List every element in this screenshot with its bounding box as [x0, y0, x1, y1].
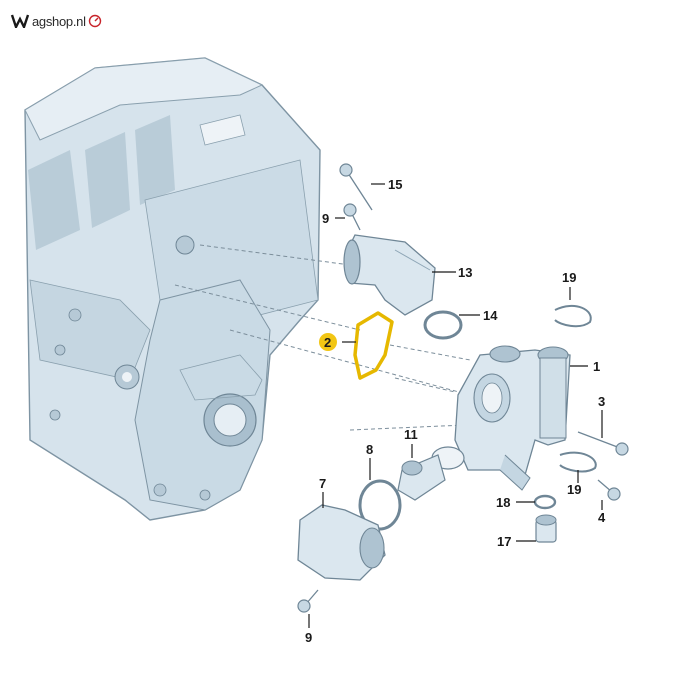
thermostat-11[interactable]	[397, 446, 465, 501]
callout-highlight	[319, 333, 337, 351]
callout-14: 14	[483, 308, 498, 323]
callout-13: 13	[458, 265, 472, 280]
callout-17: 17	[497, 534, 511, 549]
callout-4: 4	[598, 510, 606, 525]
callout-9-lower: 9	[305, 630, 312, 645]
o-ring-14[interactable]	[423, 310, 463, 340]
coolant-flange-13[interactable]	[343, 234, 436, 316]
assembly-lines	[174, 244, 471, 431]
callout-2: 2	[324, 335, 331, 350]
o-ring-18[interactable]	[533, 494, 557, 510]
callout-9-upper: 9	[322, 211, 329, 226]
callout-18: 18	[496, 495, 510, 510]
coolant-housing-1[interactable]	[454, 345, 571, 491]
bolt-4[interactable]	[597, 479, 621, 501]
bolt-3[interactable]	[577, 431, 629, 456]
callout-7: 7	[319, 476, 326, 491]
callout-15: 15	[388, 177, 402, 192]
engine-block	[24, 57, 321, 521]
callout-11: 11	[404, 427, 418, 442]
plug-17[interactable]	[535, 514, 557, 543]
elbow-cover-7[interactable]	[297, 504, 386, 581]
gasket-2[interactable]	[353, 311, 394, 380]
leader-lines	[308, 183, 603, 628]
brand-name: agshop.nl	[32, 13, 86, 29]
vw-badge-icon	[10, 14, 30, 28]
bolt-9-upper[interactable]	[343, 203, 361, 231]
bolt-15[interactable]	[339, 163, 373, 211]
callout-8: 8	[366, 442, 373, 457]
callout-labels: 15 9 13 14 2 19 1 3 19 4 18 17 11 8 7 9	[305, 177, 606, 645]
callout-3: 3	[598, 394, 605, 409]
callout-19-upper: 19	[562, 270, 576, 285]
callout-19-lower: 19	[567, 482, 581, 497]
seal-ring-8[interactable]	[358, 479, 402, 531]
brand-logo[interactable]: agshop.nl	[10, 10, 102, 32]
clip-19-lower[interactable]	[559, 451, 597, 473]
clip-19-upper[interactable]	[554, 304, 592, 328]
bolt-9-lower[interactable]	[297, 589, 319, 613]
callout-1: 1	[593, 359, 600, 374]
gauge-icon	[88, 14, 101, 28]
